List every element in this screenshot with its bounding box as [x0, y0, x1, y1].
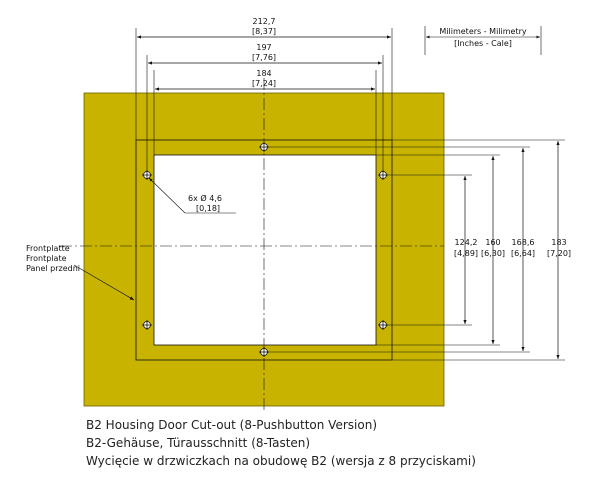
width-outer-inch: [8,37]: [252, 27, 276, 36]
width-outer-mm: 212,7: [253, 17, 276, 26]
hole-count-label: 6x Ø 4,6: [188, 193, 222, 203]
height-3-mm: 168,6: [512, 238, 535, 247]
caption-english: B2 Housing Door Cut-out (8-Pushbutton Ve…: [86, 418, 377, 432]
units-legend-line1: Milimeters - Milimetry: [439, 27, 526, 36]
height-dimension-lines: [463, 141, 560, 359]
cutout-opening: [153, 154, 377, 346]
cutout-drawing: 212,7 [8,37] 197 [7,76] 184 [7,24] 124,2…: [26, 17, 571, 410]
hole-callout: [148, 177, 236, 214]
height-2-inch: [6,30]: [481, 249, 505, 258]
width-inner-mm: 184: [256, 69, 271, 78]
units-legend-line2: [Inches - Cale]: [454, 39, 512, 48]
width-dimension-lines: [137, 35, 391, 91]
frontplate-label-en: Frontplate: [26, 254, 67, 263]
frontplate-label-pl: Panel przedni: [26, 264, 80, 273]
height-extension-lines: [266, 139, 565, 361]
frontplate-leader: [73, 264, 135, 301]
frontplate-label-de: Frontplatte: [26, 244, 70, 253]
height-1-inch: [4,89]: [454, 249, 478, 258]
width-mid-inch: [7,76]: [252, 53, 276, 62]
caption-polish: Wycięcie w drzwiczkach na obudowę B2 (we…: [86, 454, 476, 468]
height-2-mm: 160: [485, 238, 500, 247]
hole-inch-label: [0,18]: [196, 204, 220, 213]
width-inner-inch: [7,24]: [252, 79, 276, 88]
units-legend-lines: [424, 26, 542, 55]
height-4-inch: [7,20]: [547, 249, 571, 258]
width-mid-mm: 197: [256, 43, 271, 52]
height-1-mm: 124,2: [455, 238, 478, 247]
height-4-mm: 183: [551, 238, 566, 247]
width-extension-lines: [135, 28, 393, 172]
hole-bottom-left: [142, 320, 152, 330]
height-3-inch: [6,64]: [511, 249, 535, 258]
caption-german: B2-Gehäuse, Türausschnitt (8-Tasten): [86, 436, 311, 450]
